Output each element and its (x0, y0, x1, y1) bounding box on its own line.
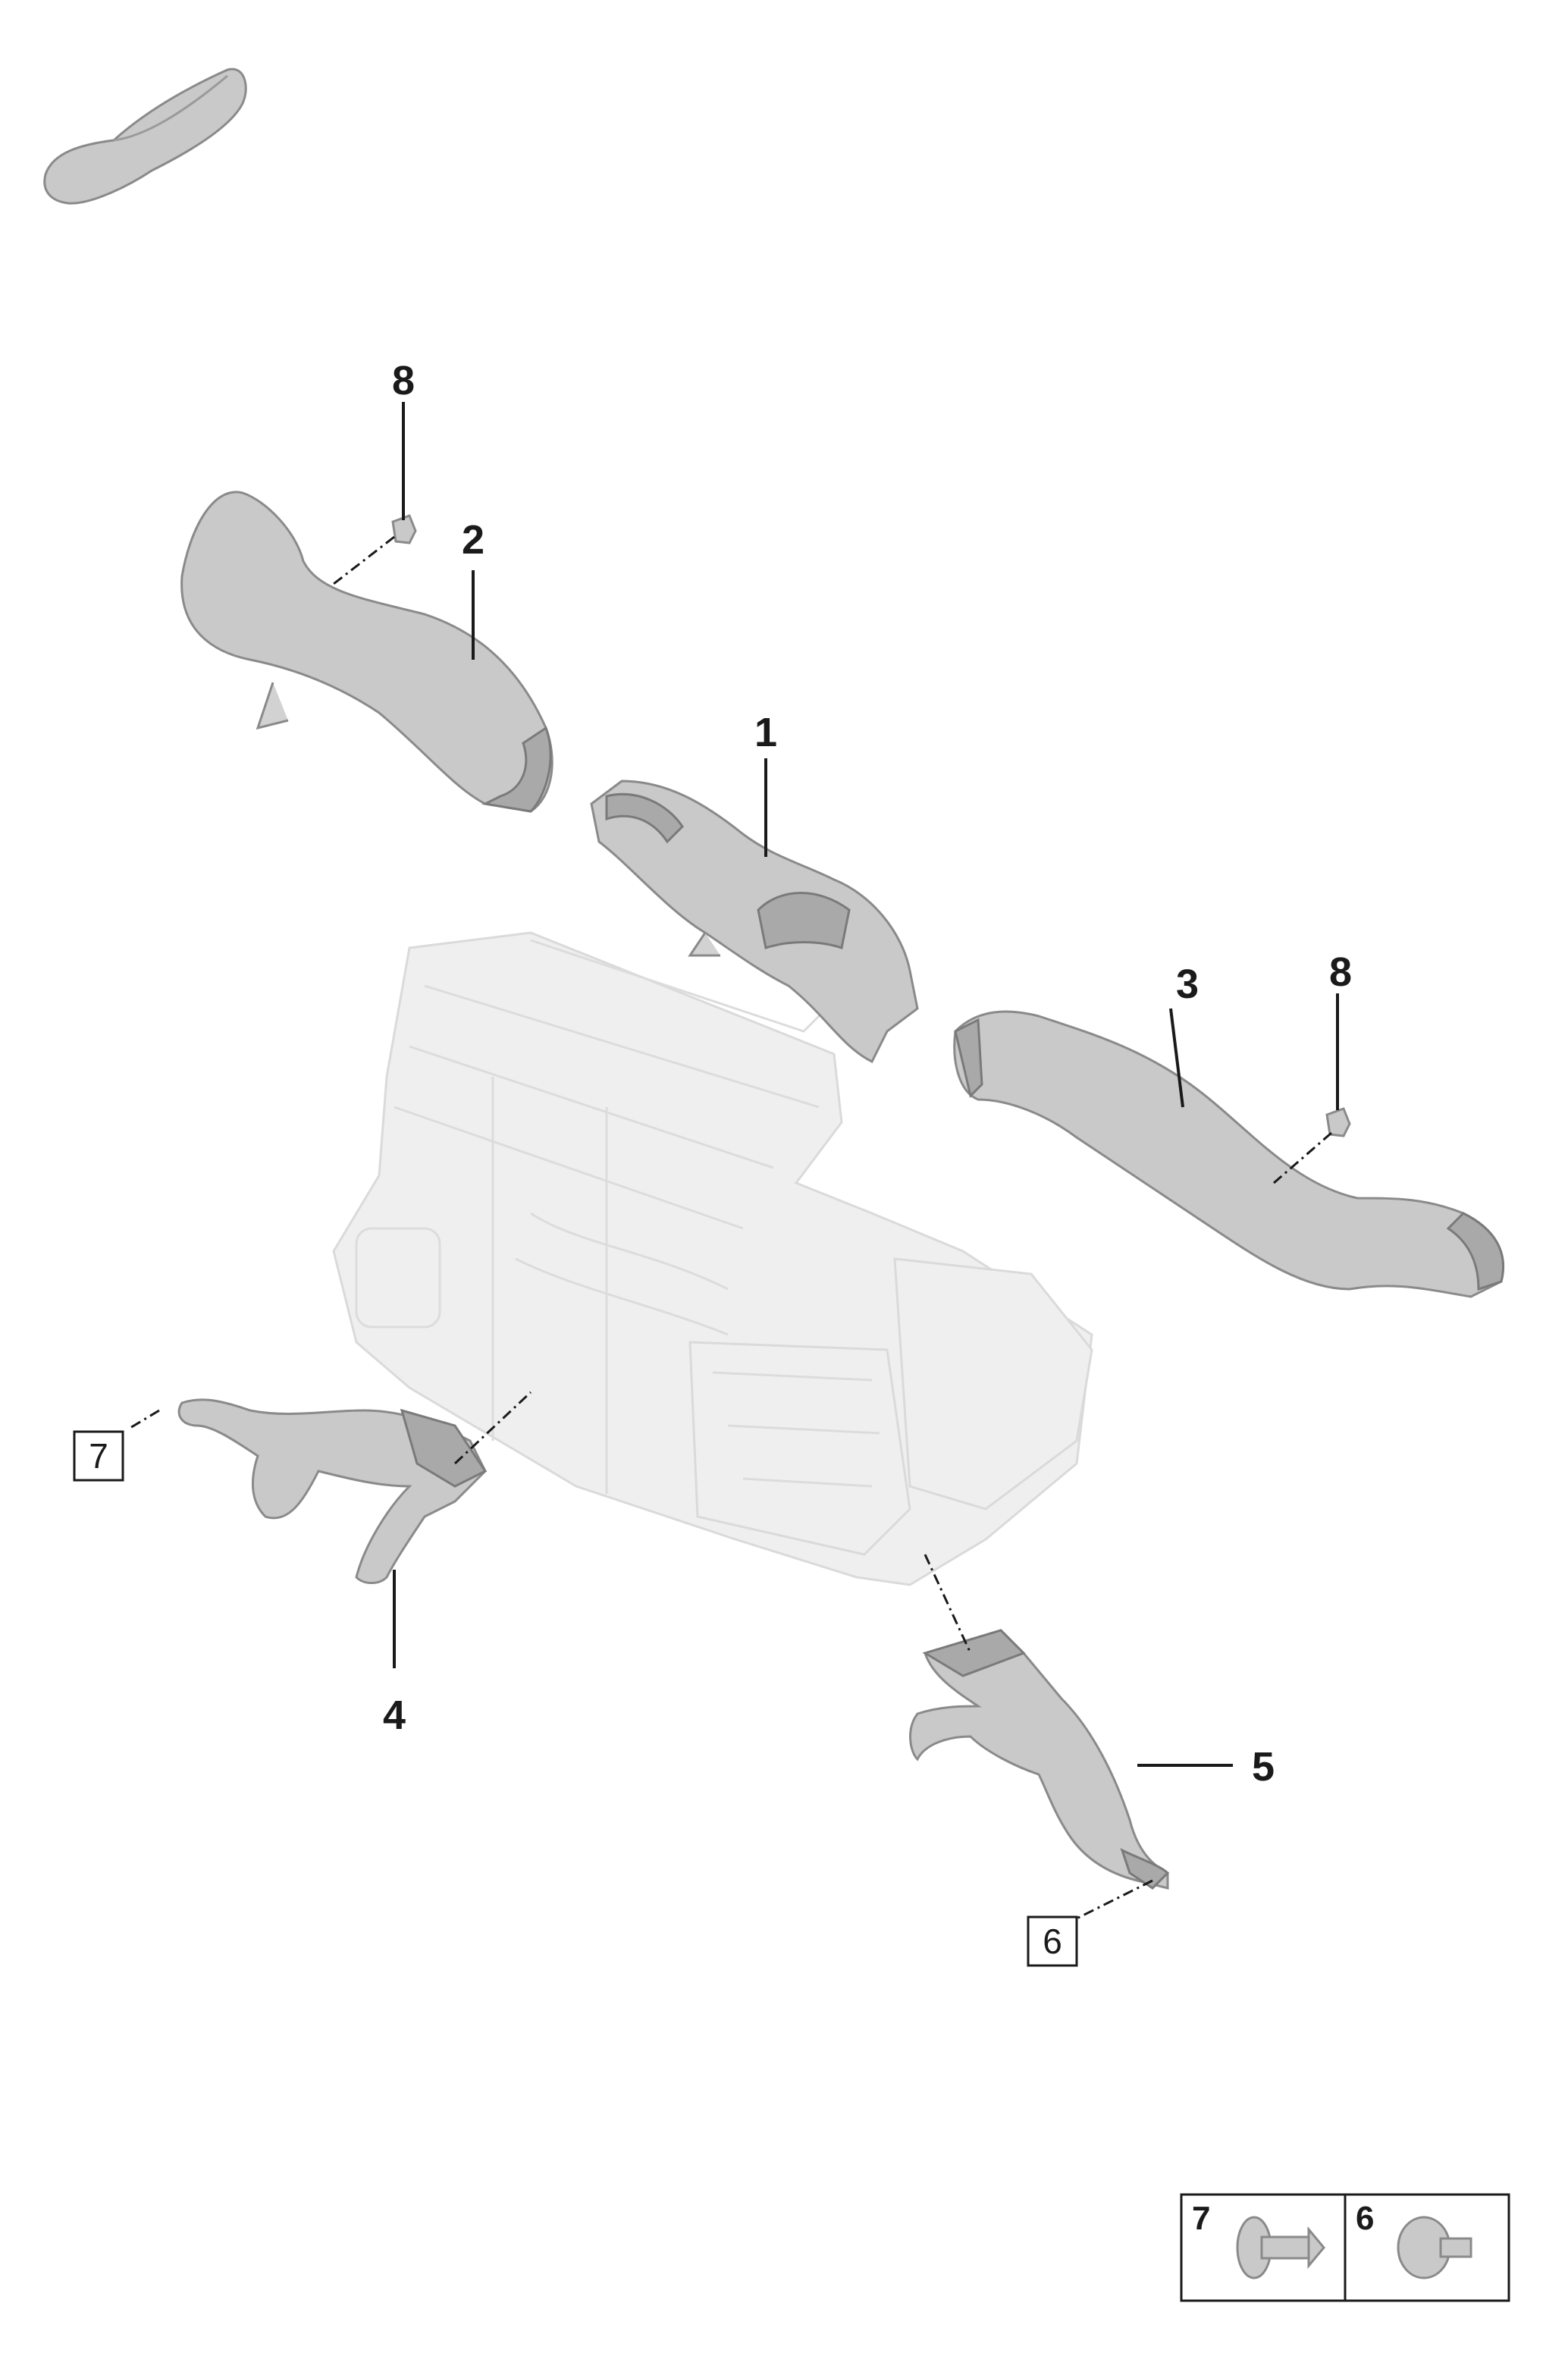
leader-3 (1169, 1008, 1184, 1108)
assembly-line-4 (453, 1391, 532, 1465)
hvac-unit-ghost (332, 931, 1093, 1586)
part-2-air-duct (180, 491, 554, 813)
callout-3: 3 (1176, 962, 1199, 1007)
assembly-line-5 (924, 1554, 972, 1654)
part-4-footwell-duct (177, 1398, 488, 1584)
inset-label-7: 7 (1192, 2200, 1210, 2237)
part-3-air-duct (953, 1010, 1505, 1298)
assembly-line-8a (333, 535, 395, 585)
boxed-callout-6: 6 (1027, 1915, 1078, 1967)
assembly-line-8b (1273, 1131, 1332, 1184)
assembly-line-7 (128, 1409, 160, 1430)
boxed-callout-7-label: 7 (89, 1436, 108, 1476)
boxed-callout-6-label: 6 (1043, 1922, 1062, 1961)
callout-4: 4 (383, 1693, 406, 1738)
part-8-clip-right (1325, 1107, 1351, 1137)
callout-1: 1 (754, 710, 777, 755)
callout-2: 2 (462, 517, 485, 563)
fastener-inset: 7 6 (1180, 2193, 1510, 2302)
callout-5: 5 (1252, 1744, 1275, 1790)
assembly-line-6 (1076, 1879, 1153, 1920)
inset-label-6: 6 (1356, 2200, 1374, 2237)
callout-8-right: 8 (1329, 949, 1352, 995)
push-rivet-icon (1236, 2216, 1325, 2279)
vehicle-thumbnail-icon (43, 67, 247, 205)
callout-8-upper: 8 (392, 358, 415, 403)
part-1-center-duct (590, 780, 919, 1064)
part-8-clip-upper (391, 514, 417, 544)
boxed-callout-7: 7 (73, 1430, 124, 1482)
clip-nut-icon (1397, 2216, 1472, 2279)
part-5-footwell-duct (909, 1629, 1170, 1890)
